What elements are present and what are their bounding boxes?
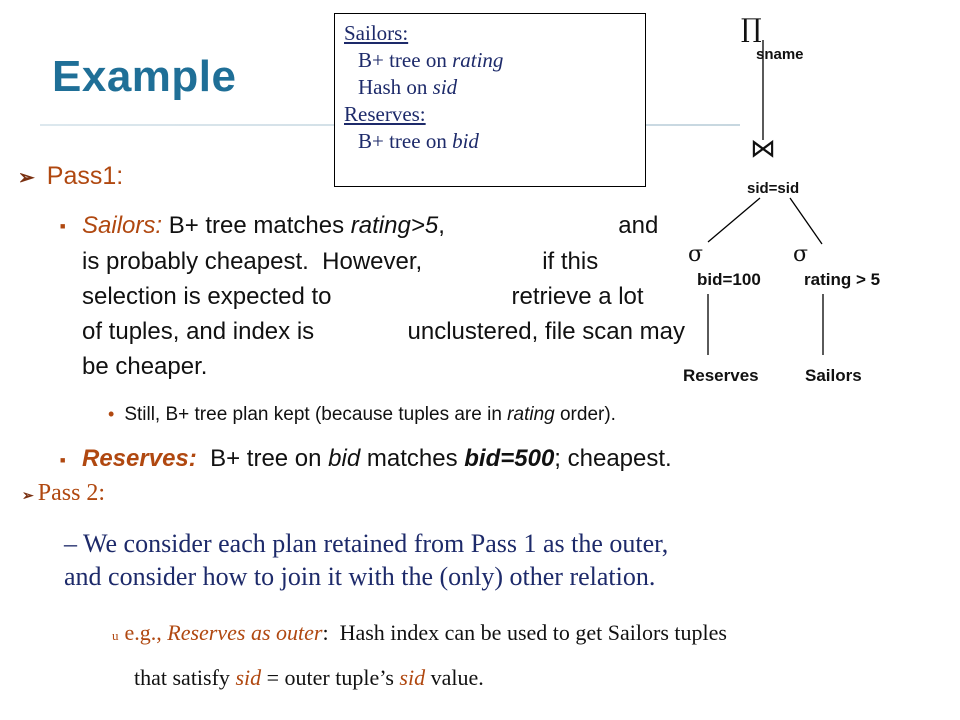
arrow-bullet-icon: ➢ <box>22 489 34 504</box>
index-info-box: Sailors: B+ tree on rating Hash on sid R… <box>334 13 646 187</box>
join-symbol: ⋈ <box>750 134 776 164</box>
pass1-sailors-line2: is probably cheapest. However, if this <box>82 248 599 276</box>
dot-bullet-icon: • <box>108 404 115 424</box>
info-attr: sid <box>432 75 458 99</box>
pass2-paragraph: – We consider each plan retained from Pa… <box>64 527 944 593</box>
pass1-heading-text: Pass1: <box>46 162 124 190</box>
pass1-reserves-bullet: ■ Reserves: B+ tree on bid matches bid=50… <box>60 445 672 473</box>
attr: sid <box>399 665 426 690</box>
pass2-example-line1: u e.g., Reserves as outer: Hash index can… <box>112 612 727 657</box>
pass1-sub-bullet: • Still, B+ tree plan kept (because tuple… <box>108 404 616 426</box>
info-sailors-label: Sailors: <box>344 21 409 45</box>
text: ; cheapest. <box>554 445 672 472</box>
condition: bid=500 <box>464 445 555 472</box>
tree-edge-join-left <box>707 197 761 243</box>
text: : Hash index can be used to get Sailors … <box>322 620 727 645</box>
info-text: B+ tree on <box>358 129 453 153</box>
pass1-sailors-line5: be cheaper. <box>82 353 208 381</box>
join-condition: sid=sid <box>747 180 800 197</box>
text: Still, B+ tree plan kept (because tuples… <box>124 404 508 425</box>
text: order). <box>554 404 616 425</box>
pass1-sailors-line4: of tuples, and index is unclustered, fil… <box>82 318 685 346</box>
right-select-symbol: σ <box>793 242 809 267</box>
pass2-example-line2: that satisfy sid = outer tuple’s sid val… <box>112 657 727 699</box>
u-bullet-icon: u <box>112 628 119 643</box>
text: , and <box>438 212 659 239</box>
pass2-example: u e.g., Reserves as outer: Hash index can… <box>112 612 727 699</box>
info-text: Hash on <box>358 75 433 99</box>
left-select-condition: bid=100 <box>697 270 761 289</box>
attr: rating <box>507 404 555 425</box>
eg-label: Reserves as outer <box>167 620 323 645</box>
attr: bid <box>328 445 361 472</box>
reserves-label: Reserves: <box>82 445 197 472</box>
projection-symbol: ∏ <box>741 14 762 44</box>
pass1-sailors-line1: ■ Sailors: B+ tree matches rating>5, and <box>60 208 860 244</box>
pass1-sailors-line3: selection is expected to retrieve a lot <box>82 283 644 311</box>
square-bullet-icon: ■ <box>60 221 66 232</box>
pass1-sailors-bullet: ■Sailors: B+ tree matches rating>5, and … <box>60 208 860 384</box>
text: B+ tree on <box>196 445 329 472</box>
reserves-relation: Reserves <box>683 366 759 385</box>
tree-edge-join-right <box>789 197 823 245</box>
arrow-bullet-icon: ➢ <box>18 167 35 189</box>
info-reserves-label: Reserves: <box>344 102 426 126</box>
sailors-label: Sailors: <box>82 212 163 239</box>
info-reserves-line1: B+ tree on bid <box>344 128 645 155</box>
page-title: Example <box>52 52 237 101</box>
info-attr: rating <box>452 48 504 72</box>
square-bullet-icon: ■ <box>60 454 66 465</box>
attr: sid <box>235 665 262 690</box>
info-text: B+ tree on <box>358 48 453 72</box>
pass1-heading: ➢ Pass1: <box>18 162 123 191</box>
text: matches <box>360 445 465 472</box>
left-select-symbol: σ <box>688 242 704 267</box>
pass2-line2: and consider how to join it with the (on… <box>64 562 656 591</box>
attr: rating <box>350 212 411 239</box>
projection-attr: sname <box>756 46 804 63</box>
pass2-line1: – We consider each plan retained from Pa… <box>64 529 669 558</box>
info-sailors-line2: Hash on sid <box>344 74 645 101</box>
info-sailors-line1: B+ tree on rating <box>344 47 645 74</box>
text: value. <box>425 665 484 690</box>
right-select-condition: rating > 5 <box>804 270 881 289</box>
condition: >5 <box>410 212 439 239</box>
info-attr: bid <box>452 129 479 153</box>
text: B+ tree matches <box>162 212 351 239</box>
text: = outer tuple’s <box>261 665 400 690</box>
sailors-relation: Sailors <box>805 366 862 385</box>
pass2-heading: ➢Pass 2: <box>22 480 105 507</box>
eg-prefix: e.g., <box>124 620 168 645</box>
pass2-heading-text: Pass 2: <box>37 480 106 506</box>
text: that satisfy <box>134 665 236 690</box>
